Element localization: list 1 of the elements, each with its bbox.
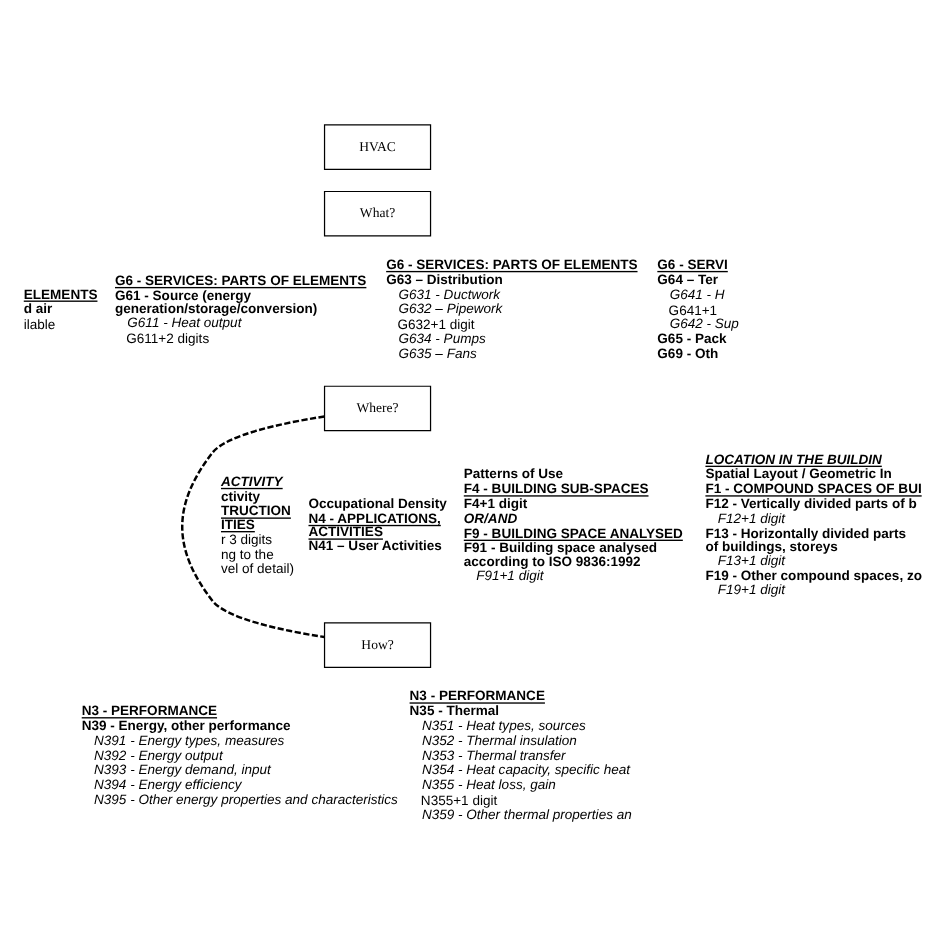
connector [181,414,325,638]
